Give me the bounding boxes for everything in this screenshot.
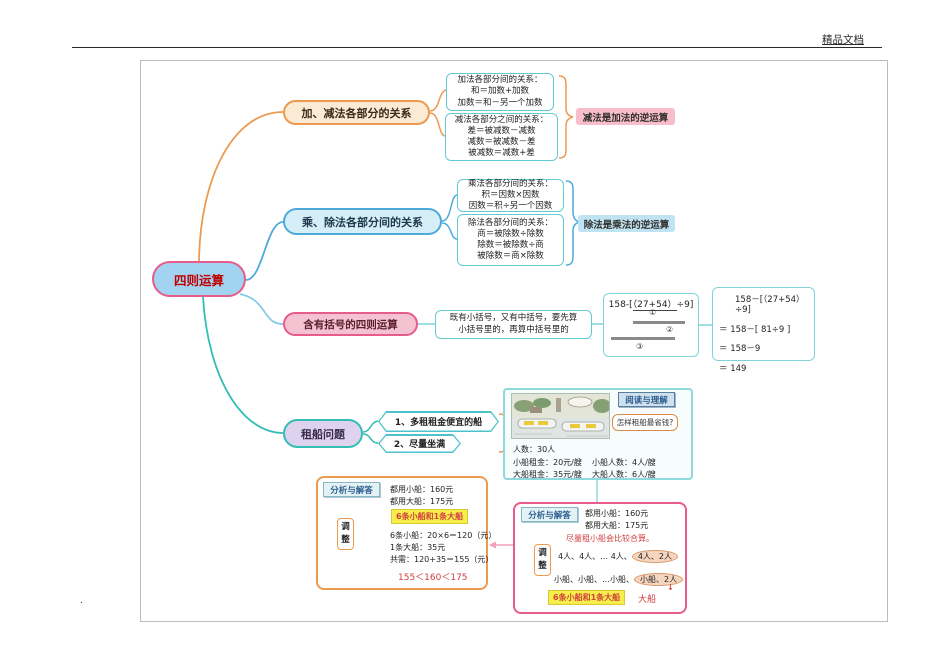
brackets-rule-box: 既有小括号，又有中括号，要先算 小括号里的，再算中括号里的 (435, 310, 592, 339)
right-hint: 尽量租小船会比较合算。 (566, 534, 654, 543)
order-of-operations-box: 158-[（27+54）÷9] ① ② ③ (603, 293, 699, 357)
boat-photo (511, 393, 610, 439)
analysis-right-tag: 分析与解答 (521, 507, 578, 522)
addition-line-2: 和＝加数+加数 (470, 86, 530, 97)
left-calc-3: 共需：120+35＝155（元） (390, 555, 494, 564)
step-2-underline (633, 321, 685, 324)
right-people-row: 4人、4人、… 4人、4人、2人 (558, 550, 678, 563)
branch-brackets-node: 含有括号的四则运算 (283, 312, 418, 336)
boat-photo-illustration (512, 394, 609, 438)
right-highlight: 6条小船和1条大船 (548, 590, 626, 605)
central-topic: 四则运算 (152, 261, 246, 297)
multiplication-line-3: 因数＝积÷另一个因数 (468, 201, 553, 212)
brackets-rule-line-1: 既有小括号，又有中括号，要先算 (449, 313, 578, 324)
right-adjust-box: 调整 (534, 544, 551, 576)
step-3-marker: ③ (636, 342, 644, 351)
right-arrow-label: 大船 (638, 595, 657, 605)
solution-box: 158－[（27+54）÷9] ＝ 158－[ 81÷9 ] ＝ 158－9 ＝… (712, 287, 815, 374)
addition-line-3: 加数＝和－另一个加数 (457, 97, 543, 108)
reading-tag: 阅读与理解 (618, 392, 675, 407)
left-all-big: 都用大船：175元 (390, 497, 454, 506)
division-line-2: 商＝被除数÷除数 (477, 228, 544, 239)
step-2-marker: ② (666, 325, 674, 334)
fact-people: 人数：30人 (513, 445, 556, 454)
header-rule (72, 47, 882, 48)
fact-small-rent: 小船租金：20元/艘 (513, 458, 582, 467)
solution-line-1: 158－[（27+54）÷9] (735, 295, 805, 315)
solution-line-2: ＝ 158－[ 81÷9 ] (719, 324, 791, 335)
corner-mark: . (80, 596, 83, 606)
fact-big-capacity: 大船人数：6人/艘 (592, 470, 656, 479)
subtraction-line-2: 差＝被减数－减数 (467, 125, 536, 136)
division-line-3: 除数＝被除数÷商 (477, 240, 544, 250)
question-box: 怎样租船最省钱? (612, 414, 678, 431)
branch-boat-node: 租船问题 (283, 419, 363, 448)
branch-muldiv-node: 乘、除法各部分间的关系 (283, 208, 442, 235)
left-all-small: 都用小船：160元 (390, 485, 454, 494)
watermark-text: 精品文档 (822, 34, 864, 46)
branch-addsub-node: 加、减法各部分的关系 (283, 100, 430, 125)
subtraction-line-3: 减数＝被减数－差 (467, 137, 536, 147)
fact-small-capacity: 小船人数：4人/艘 (592, 458, 656, 467)
boat-circled: 小船、2人 (634, 573, 684, 586)
branch-boat-label: 租船问题 (301, 427, 345, 441)
multiplication-line-1: 乘法各部分间的关系： (467, 178, 553, 189)
analysis-left-tag: 分析与解答 (323, 482, 380, 497)
step-3-underline (611, 337, 675, 340)
relation-box-division: 除法各部分间的关系： 商＝被除数÷除数 除数＝被除数÷商 被除数＝商×除数 (457, 214, 564, 266)
subtraction-line-4: 被减数＝减数+差 (468, 148, 535, 159)
division-line-4: 被除数＝商×除数 (477, 251, 544, 262)
down-arrow-icon: ↓ (667, 583, 674, 592)
relation-box-subtraction: 减法各部分之间的关系： 差＝被减数－减数 减数＝被减数－差 被减数＝减数+差 (445, 113, 558, 161)
right-all-big: 都用大船：175元 (585, 521, 649, 530)
note-subtraction-inverse: 减法是加法的逆运算 (576, 108, 675, 125)
left-calc-2: 1条大船：35元 (390, 543, 446, 552)
left-highlight: 6条小船和1条大船 (391, 509, 469, 524)
solution-line-3: ＝ 158－9 (719, 344, 761, 354)
people-circled: 4人、2人 (631, 550, 678, 563)
right-boat-row: 小船、小船、…小船、小船、2人 (554, 573, 684, 586)
boat-tip-1: 1、多租租金便宜的船 (378, 411, 499, 432)
right-all-small: 都用小船：160元 (585, 509, 649, 518)
step-1-marker: ① (649, 308, 657, 317)
branch-brackets-label: 含有括号的四则运算 (303, 318, 398, 331)
note-division-inverse: 除法是乘法的逆运算 (578, 215, 675, 232)
boat-tip-1-bg (380, 413, 498, 431)
division-line-1: 除法各部分间的关系： (467, 217, 553, 228)
boat-tip-2: 2、尽量坐满 (378, 434, 461, 453)
subtraction-line-1: 减法各部分之间的关系： (454, 114, 549, 125)
fact-big-rent: 大船租金：35元/艘 (513, 470, 582, 479)
left-compare: 155＜160＜175 (398, 573, 468, 583)
left-adjust-box: 调整 (337, 518, 354, 550)
branch-muldiv-label: 乘、除法各部分间的关系 (302, 215, 423, 229)
relation-box-multiplication: 乘法各部分间的关系： 积＝因数×因数 因数＝积÷另一个因数 (457, 179, 564, 212)
left-calc-1: 6条小船：20×6＝120（元） (390, 531, 497, 540)
solution-line-4: ＝ 149 (719, 363, 747, 374)
boat-tip-2-bg (380, 436, 460, 452)
expression: 158-[（27+54）÷9] (608, 300, 694, 311)
central-topic-label: 四则运算 (173, 272, 224, 288)
brackets-rule-line-2: 小括号里的，再算中括号里的 (458, 324, 569, 335)
relation-box-addition: 加法各部分间的关系： 和＝加数+加数 加数＝和－另一个加数 (446, 73, 554, 111)
branch-addsub-label: 加、减法各部分的关系 (301, 106, 412, 120)
addition-line-1: 加法各部分间的关系： (457, 75, 543, 86)
multiplication-line-2: 积＝因数×因数 (481, 189, 540, 200)
